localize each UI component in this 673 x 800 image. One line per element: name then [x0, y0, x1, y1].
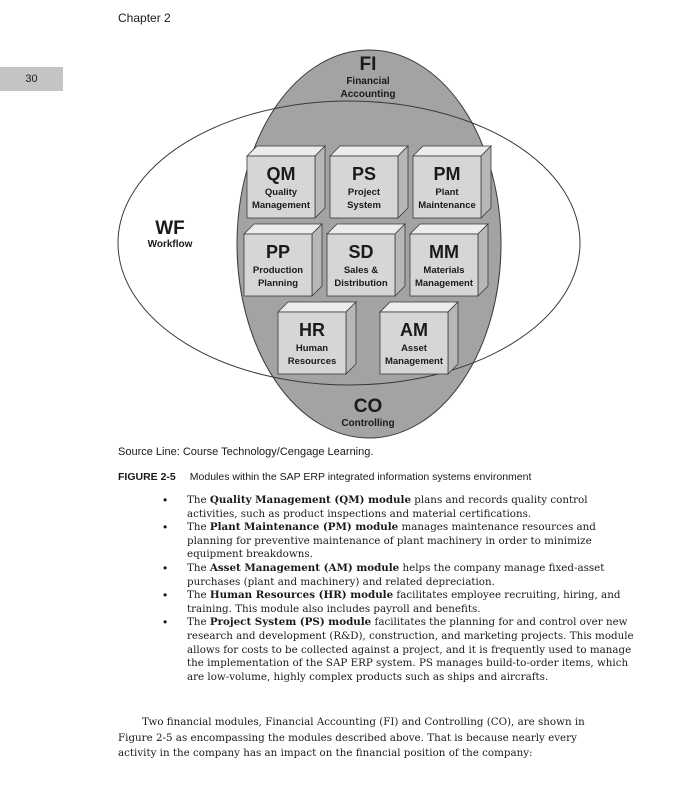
module-label-line2: Resources [288, 356, 337, 367]
fi-label-line2: Accounting [341, 89, 396, 100]
module-label-line1: Asset [401, 343, 428, 354]
bullet-item: The Plant Maintenance (PM) module manage… [163, 521, 639, 562]
module-label-line1: Plant [435, 187, 459, 198]
module-abbr: PM [434, 164, 461, 184]
figure-caption: FIGURE 2-5 Modules within the SAP ERP int… [118, 471, 531, 483]
bullet-term: Asset Management (AM) module [209, 561, 400, 574]
module-label-line1: Human [296, 343, 328, 354]
module-label-line1: Production [253, 265, 303, 276]
wf-label: Workflow [148, 239, 193, 250]
bullet-item: The Project System (PS) module facilitat… [163, 616, 639, 684]
module-label-line1: Quality [265, 187, 298, 198]
fi-label-line1: Financial [346, 76, 390, 87]
module-box-sd: SD Sales & Distribution [326, 223, 406, 297]
bullet-term: Quality Management (QM) module [209, 494, 412, 506]
co-label: Controlling [341, 418, 394, 429]
module-abbr: HR [299, 320, 325, 340]
module-label-line2: Management [385, 356, 444, 367]
module-abbr: AM [400, 320, 428, 340]
chapter-header: Chapter 2 [118, 11, 171, 25]
module-label-line1: Materials [423, 265, 464, 276]
module-label-line2: Distribution [334, 278, 387, 289]
module-abbr: MM [429, 242, 459, 262]
bullet-item: The Quality Management (QM) module plans… [163, 494, 639, 521]
source-line: Source Line: Course Technology/Cengage L… [118, 446, 374, 458]
wf-abbr: WF [155, 218, 185, 239]
module-abbr: PP [266, 242, 290, 262]
bullet-item: The Human Resources (HR) module facilita… [163, 589, 639, 616]
figure-label: FIGURE 2-5 [118, 471, 176, 483]
bullet-term: Plant Maintenance (PM) module [209, 521, 399, 534]
module-bullet-list: The Quality Management (QM) module plans… [160, 494, 639, 684]
module-label-line2: Planning [258, 278, 298, 289]
sap-modules-diagram: FI Financial Accounting WF Workflow CO C… [117, 49, 581, 439]
fi-abbr: FI [360, 54, 377, 75]
bullet-item: The Asset Management (AM) module helps t… [163, 561, 639, 589]
wf-ellipse [117, 100, 581, 386]
bullet-term: Project System (PS) module [209, 616, 372, 629]
body-paragraph: Two financial modules, Financial Account… [118, 716, 585, 760]
module-label-line2: Maintenance [418, 200, 476, 211]
module-label-line2: System [347, 200, 381, 211]
module-label-line1: Sales & [344, 265, 378, 276]
co-abbr: CO [354, 396, 383, 417]
module-abbr: QM [267, 164, 296, 184]
module-label-line2: Management [252, 200, 311, 211]
bullet-term: Human Resources (HR) module [209, 589, 394, 602]
module-abbr: PS [352, 164, 376, 184]
figure-caption-text: Modules within the SAP ERP integrated in… [189, 471, 532, 483]
page-number-tab: 30 [0, 67, 63, 91]
module-label-line1: Project [348, 187, 381, 198]
module-label-line2: Management [415, 278, 474, 289]
module-abbr: SD [348, 242, 373, 262]
